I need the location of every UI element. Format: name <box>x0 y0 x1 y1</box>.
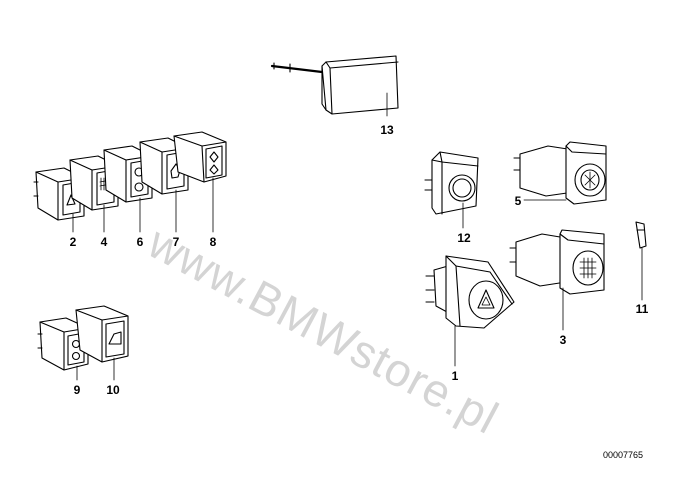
part-9-switch <box>37 317 89 381</box>
part-label-7: 7 <box>172 235 180 249</box>
part-3-switch <box>509 229 605 331</box>
part-label-9: 9 <box>73 383 81 397</box>
part-10-switch <box>75 305 129 381</box>
part-label-3: 3 <box>559 333 567 347</box>
catalog-number: 00007765 <box>603 450 644 460</box>
part-label-2: 2 <box>69 235 77 249</box>
part-label-13: 13 <box>380 123 394 137</box>
part-8-switch <box>173 131 227 233</box>
part-5-switch <box>513 141 607 205</box>
part-label-10: 10 <box>106 383 120 397</box>
part-label-12: 12 <box>457 231 471 245</box>
part-label-11: 11 <box>635 302 649 316</box>
part-label-1: 1 <box>451 369 459 383</box>
part-label-8: 8 <box>209 235 217 249</box>
part-6-switch <box>103 145 153 233</box>
part-label-4: 4 <box>100 235 108 249</box>
part-1-hazard-switch <box>425 255 515 367</box>
part-12-indicator <box>424 151 479 229</box>
part-13-label-plate <box>270 55 399 117</box>
part-label-6: 6 <box>136 235 144 249</box>
part-11-bulb <box>635 221 647 301</box>
part-label-5: 5 <box>514 194 522 208</box>
